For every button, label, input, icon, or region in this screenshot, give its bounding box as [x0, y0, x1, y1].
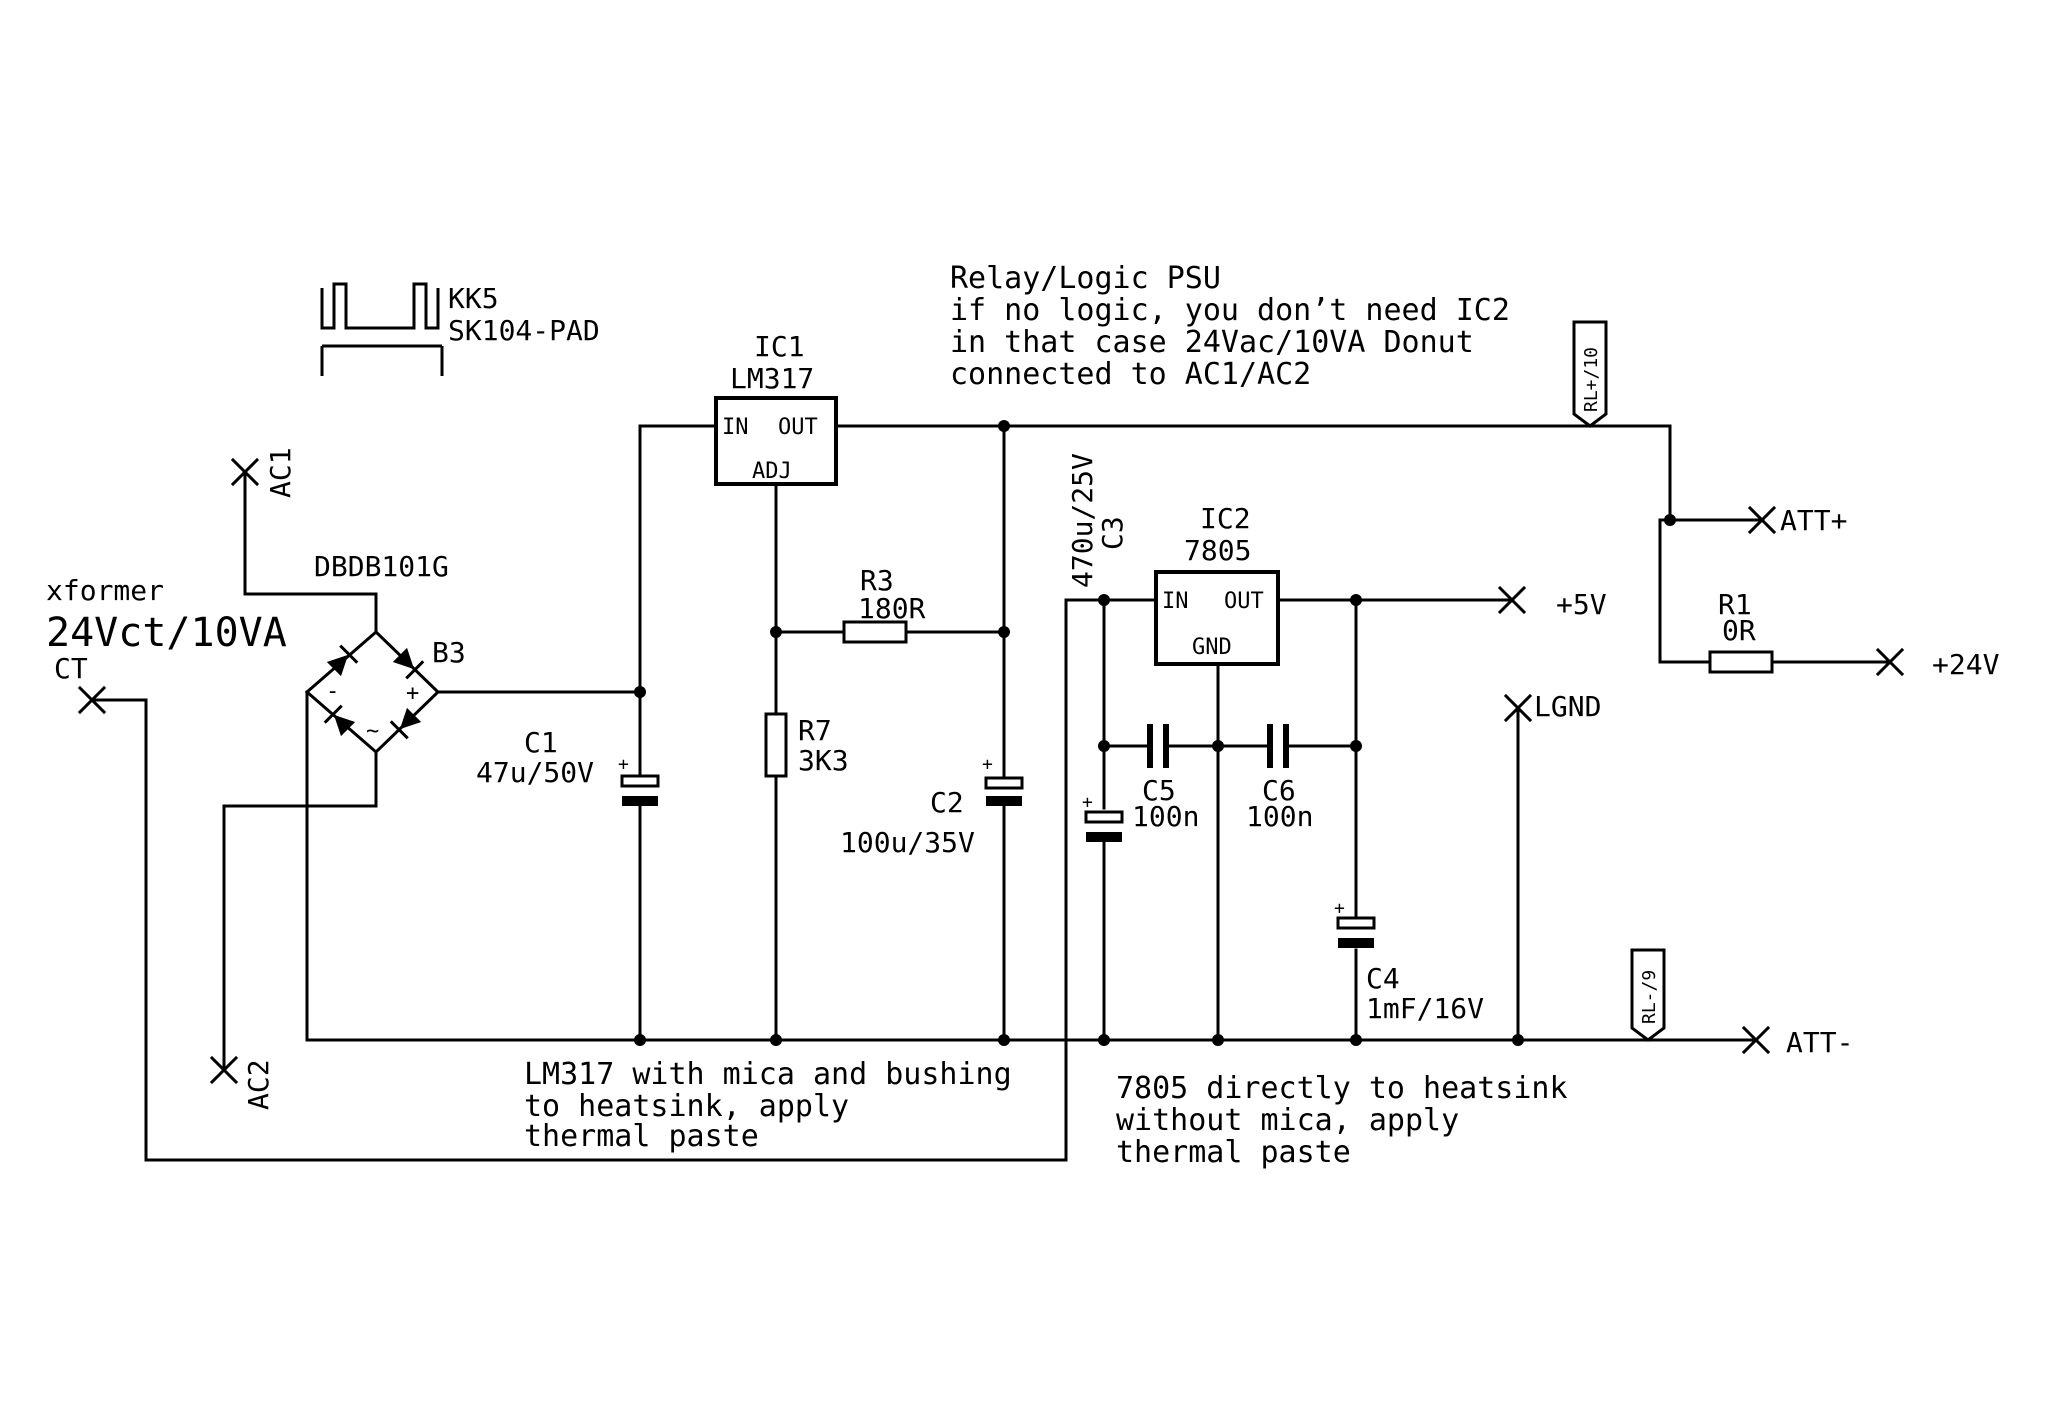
note-top-line3: in that case 24Vac/10VA Donut	[950, 325, 1474, 360]
rl-plus-flag: RL+/10	[1572, 320, 1608, 428]
bridge-plus-label: +	[406, 681, 419, 706]
bridge-minus-label: -	[326, 679, 339, 704]
plus5v-terminal-mark	[1497, 585, 1527, 615]
c5-ref: C5	[1142, 774, 1176, 807]
wires	[90, 424, 1892, 1162]
r7-value: 3K3	[798, 744, 849, 777]
note-top-line4: connected to AC1/AC2	[950, 357, 1311, 392]
plus5v-label: +5V	[1556, 588, 1607, 621]
r7-ref: R7	[798, 714, 832, 747]
att-plus-terminal-mark	[1747, 505, 1777, 535]
r3-body	[842, 620, 908, 644]
ac1-label: AC1	[264, 447, 297, 498]
r1-ref: R1	[1718, 588, 1752, 621]
plus24v-label: +24V	[1932, 648, 2000, 681]
c2-ref: C2	[930, 786, 964, 819]
r1-body	[1708, 650, 1774, 674]
heatsink-symbol	[320, 282, 444, 376]
bridge-value: DBDB101G	[314, 550, 449, 583]
ic1-ref: IC1	[754, 330, 805, 363]
transformer-value: 24Vct/10VA	[46, 610, 287, 656]
note-top-line1: Relay/Logic PSU	[950, 261, 1221, 296]
c2-plus: +	[982, 754, 993, 775]
terminal-marks	[77, 457, 1905, 1085]
ic2-out-pin: OUT	[1224, 589, 1264, 614]
note-top-line2: if no logic, you don’t need IC2	[950, 293, 1510, 328]
ic1-out-pin: OUT	[778, 415, 818, 440]
c6-value: 100n	[1246, 800, 1313, 833]
att-minus-terminal-mark	[1741, 1025, 1771, 1055]
relay-logic-note: Relay/Logic PSU if no logic, you don’t n…	[950, 261, 1510, 392]
c1-value: 47u/50V	[476, 756, 594, 789]
junctions	[634, 420, 1676, 1046]
rl-minus-flag: RL-/9	[1630, 948, 1666, 1042]
c4-symbol	[1336, 916, 1376, 948]
c1-plus: +	[618, 754, 629, 775]
ic2-ref: IC2	[1200, 502, 1251, 535]
c1-ref: C1	[524, 726, 558, 759]
c2-value: 100u/35V	[840, 826, 975, 859]
bridge-ref: B3	[432, 636, 466, 669]
c1-symbol	[620, 768, 660, 806]
c6-symbol	[1267, 724, 1289, 768]
lgnd-label: LGND	[1534, 690, 1601, 723]
att-plus-label: ATT+	[1780, 504, 1847, 537]
heatsink-ref: KK5	[448, 282, 499, 315]
c2-symbol	[984, 776, 1024, 806]
bridge-rectifier: - + ~	[304, 629, 441, 755]
plus24v-terminal-mark	[1875, 647, 1905, 677]
note-7805-line3: thermal paste	[1116, 1135, 1351, 1170]
rl-minus-label: RL-/9	[1639, 970, 1660, 1024]
c5-value: 100n	[1132, 800, 1199, 833]
ic2-gnd-pin: GND	[1192, 635, 1232, 660]
note-7805-line1: 7805 directly to heatsink	[1116, 1071, 1568, 1106]
heatsink-value: SK104-PAD	[448, 314, 600, 347]
c5-symbol	[1147, 724, 1169, 768]
c4-value: 1mF/16V	[1366, 992, 1484, 1025]
lm317-note: LM317 with mica and bushing to heatsink,…	[524, 1057, 1012, 1154]
c3-symbol	[1084, 810, 1124, 842]
ic1-adj-pin: ADJ	[752, 459, 792, 484]
c4-ref: C4	[1366, 962, 1400, 995]
c6-ref: C6	[1262, 774, 1296, 807]
ic2-body	[1154, 570, 1280, 666]
ic2-in-pin: IN	[1162, 589, 1189, 614]
ic1-in-pin: IN	[722, 415, 749, 440]
ac1-terminal-mark	[230, 457, 260, 487]
ct-label: CT	[54, 652, 88, 685]
transformer-label: xformer	[46, 574, 164, 607]
ic2-value: 7805	[1184, 534, 1251, 567]
note-lm317-line1: LM317 with mica and bushing	[524, 1057, 1012, 1092]
c3-ref: C3	[1096, 516, 1129, 550]
ct-terminal-mark	[77, 685, 107, 715]
c4-plus: +	[1334, 898, 1345, 919]
r7-body	[764, 712, 788, 778]
ac2-label: AC2	[242, 1059, 275, 1110]
ac2-terminal-mark	[209, 1055, 239, 1085]
7805-note: 7805 directly to heatsink without mica, …	[1116, 1071, 1568, 1170]
ic1-value: LM317	[730, 362, 814, 395]
r3-value: 180R	[858, 592, 926, 625]
note-lm317-line2: to heatsink, apply	[524, 1089, 849, 1124]
c3-plus: +	[1082, 792, 1093, 813]
r3-ref: R3	[860, 564, 894, 597]
note-7805-line2: without mica, apply	[1116, 1103, 1459, 1138]
c3-value: 470u/25V	[1066, 453, 1099, 588]
ic1-body	[714, 396, 838, 486]
bridge-ac-label: ~	[366, 719, 379, 744]
r1-value: 0R	[1722, 614, 1756, 647]
note-lm317-line3: thermal paste	[524, 1119, 759, 1154]
rl-plus-label: RL+/10	[1581, 347, 1602, 412]
lgnd-terminal-mark	[1503, 693, 1533, 723]
att-minus-label: ATT-	[1786, 1026, 1853, 1059]
